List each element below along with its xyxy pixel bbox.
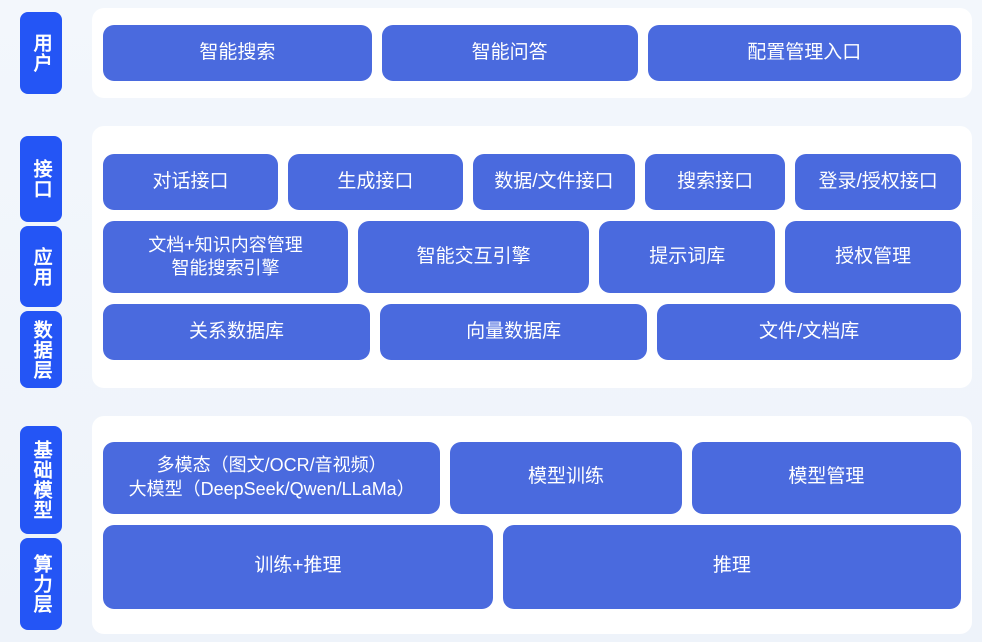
card-authorization-management[interactable]: 授权管理 xyxy=(785,221,961,293)
row-interface: 对话接口 生成接口 数据/文件接口 搜索接口 登录/授权接口 xyxy=(103,154,961,210)
card-generation-api[interactable]: 生成接口 xyxy=(287,154,463,210)
card-config-management-entry[interactable]: 配置管理入口 xyxy=(647,25,961,81)
panel-user: 智能搜索 智能问答 配置管理入口 xyxy=(92,8,972,98)
card-search-api[interactable]: 搜索接口 xyxy=(644,154,786,210)
card-inference[interactable]: 推理 xyxy=(502,524,961,609)
card-smart-search[interactable]: 智能搜索 xyxy=(103,25,372,81)
panel-middle: 对话接口 生成接口 数据/文件接口 搜索接口 登录/授权接口 文档+知识内容管理… xyxy=(92,126,972,388)
layer-tab-compute[interactable]: 算力层 xyxy=(20,538,62,630)
layer-tab-application[interactable]: 应用 xyxy=(20,226,62,308)
card-prompt-library[interactable]: 提示词库 xyxy=(599,221,776,293)
card-smart-qa[interactable]: 智能问答 xyxy=(381,25,638,81)
layer-tab-user[interactable]: 用户 xyxy=(20,12,62,94)
row-compute: 训练+推理 推理 xyxy=(103,524,961,609)
row-application: 文档+知识内容管理 智能搜索引擎 智能交互引擎 提示词库 授权管理 xyxy=(103,221,961,293)
card-dialog-api[interactable]: 对话接口 xyxy=(103,154,278,210)
card-multimodal-large-model[interactable]: 多模态（图文/OCR/音视频） 大模型（DeepSeek/Qwen/LLaMa） xyxy=(103,441,441,514)
card-file-document-store[interactable]: 文件/文档库 xyxy=(657,304,961,360)
card-vector-database[interactable]: 向量数据库 xyxy=(380,304,648,360)
layer-tab-foundation-model[interactable]: 基础模型 xyxy=(20,426,62,534)
row-user-entries: 智能搜索 智能问答 配置管理入口 xyxy=(103,25,961,81)
card-relational-database[interactable]: 关系数据库 xyxy=(103,304,371,360)
card-document-knowledge-management[interactable]: 文档+知识内容管理 智能搜索引擎 xyxy=(103,221,348,293)
layer-tab-data[interactable]: 数据层 xyxy=(20,311,62,388)
rail-user: 用户 xyxy=(0,8,92,98)
layer-tab-interface[interactable]: 接口 xyxy=(20,136,62,223)
card-login-auth-api[interactable]: 登录/授权接口 xyxy=(795,154,961,210)
card-model-training[interactable]: 模型训练 xyxy=(450,441,682,514)
card-model-management[interactable]: 模型管理 xyxy=(691,441,961,514)
row-data: 关系数据库 向量数据库 文件/文档库 xyxy=(103,304,961,360)
card-training-plus-inference[interactable]: 训练+推理 xyxy=(103,524,493,609)
section-interface-application-data: 接口 应用 数据层 对话接口 生成接口 数据/文件接口 搜索接口 登录/授权接口… xyxy=(0,126,982,388)
rail-bottom: 基础模型 算力层 xyxy=(0,416,92,634)
panel-bottom: 多模态（图文/OCR/音视频） 大模型（DeepSeek/Qwen/LLaMa）… xyxy=(92,416,972,634)
section-model-compute: 基础模型 算力层 多模态（图文/OCR/音视频） 大模型（DeepSeek/Qw… xyxy=(0,416,982,634)
rail-middle: 接口 应用 数据层 xyxy=(0,126,92,388)
card-data-file-api[interactable]: 数据/文件接口 xyxy=(472,154,635,210)
row-foundation-model: 多模态（图文/OCR/音视频） 大模型（DeepSeek/Qwen/LLaMa）… xyxy=(103,441,961,514)
card-smart-interaction-engine[interactable]: 智能交互引擎 xyxy=(357,221,590,293)
section-user: 用户 智能搜索 智能问答 配置管理入口 xyxy=(0,8,982,98)
